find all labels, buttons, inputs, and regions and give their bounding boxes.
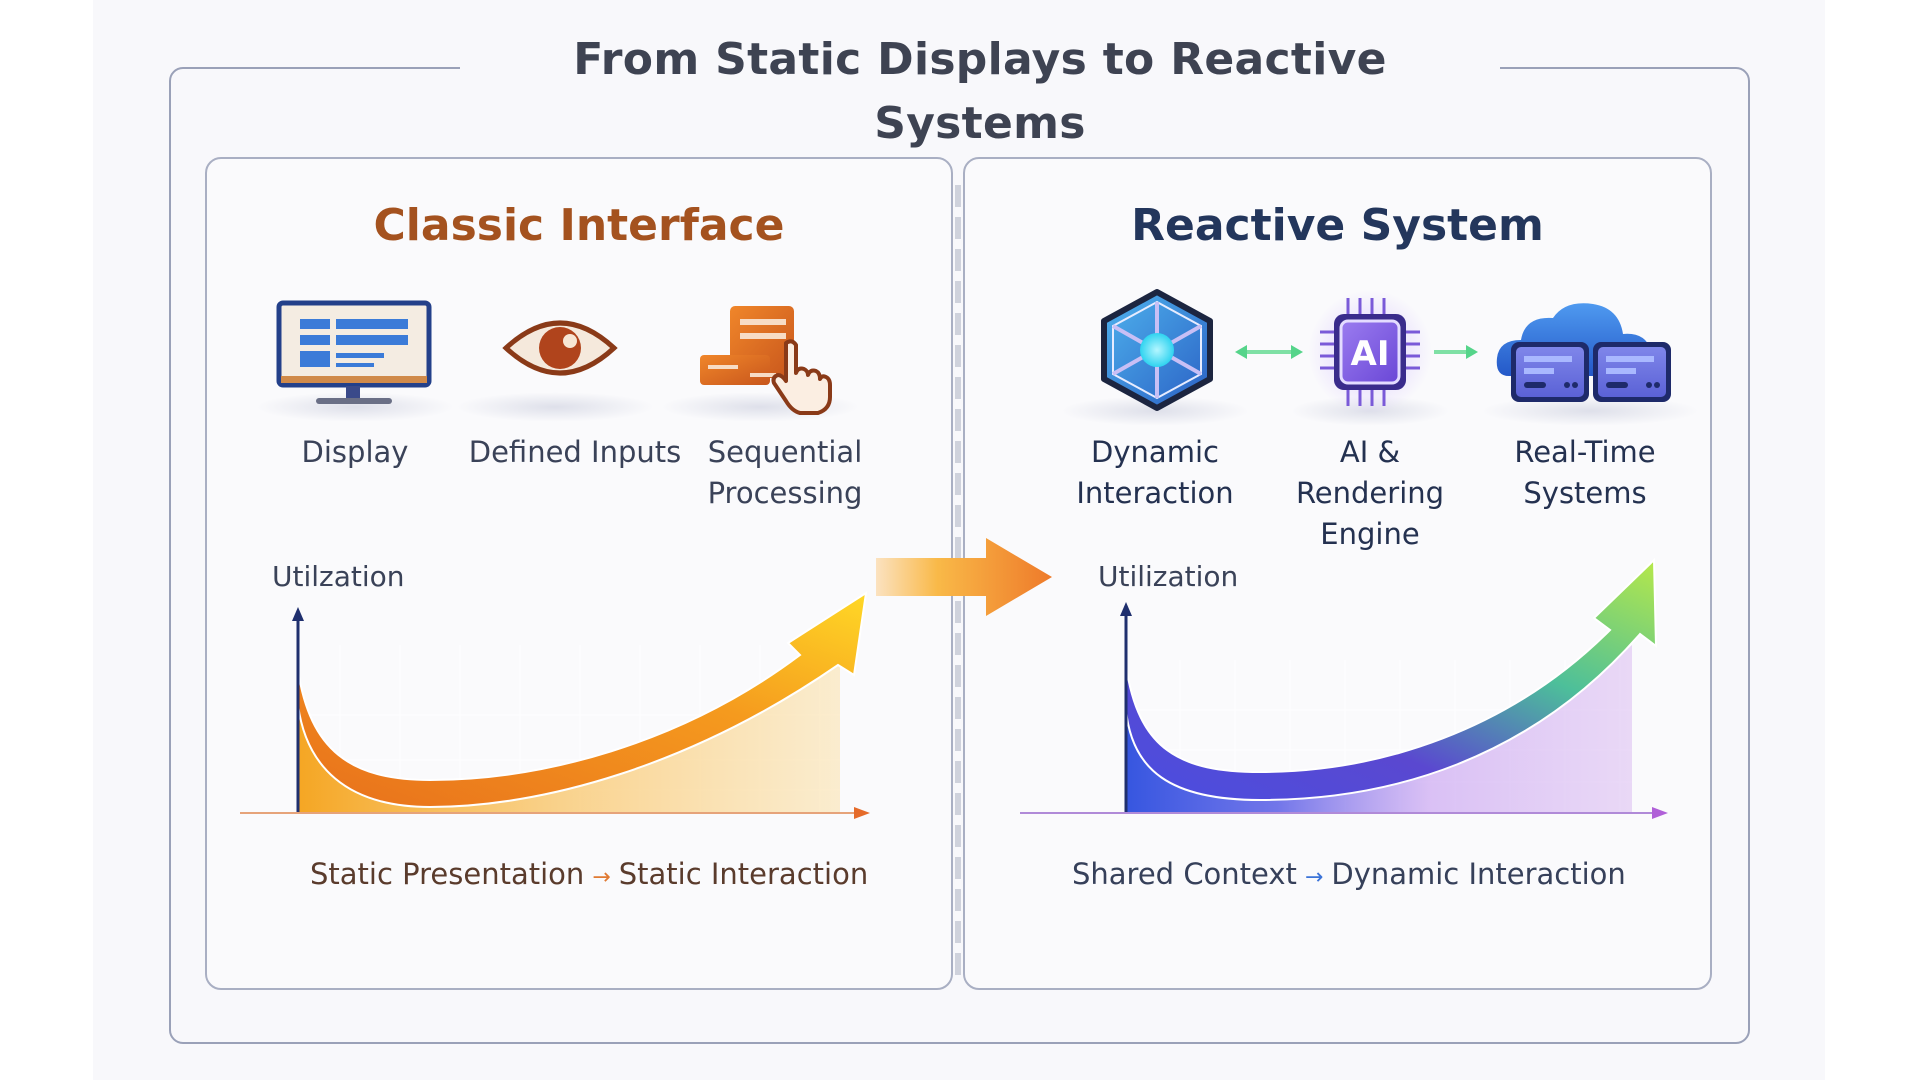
label-line: Sequential <box>707 435 863 469</box>
transition-arrow-icon <box>876 538 1052 616</box>
main-title: From Static Displays to Reactive Systems <box>460 28 1500 156</box>
ai-rendering-engine-label: AI & Rendering Engine <box>1250 432 1490 555</box>
classic-trend-arrow <box>297 590 868 809</box>
label-line: Systems <box>1523 476 1647 510</box>
x-axis-arrowhead <box>1652 807 1668 819</box>
icon-shadow <box>455 392 655 422</box>
form-pointer-icon <box>700 306 832 415</box>
reactive-axis-label: Utilization <box>1098 560 1239 593</box>
label-line: Interaction <box>1076 476 1234 510</box>
caption-to: Static Interaction <box>618 857 869 891</box>
caption-from: Shared Context <box>1072 857 1297 891</box>
label-line: Dynamic <box>1091 435 1219 469</box>
hexagon-cube-icon <box>1101 289 1213 411</box>
y-axis-arrowhead <box>1120 602 1132 616</box>
display-label: Display <box>301 435 409 469</box>
monitor-icon <box>276 300 432 404</box>
label-line: Processing <box>707 476 863 510</box>
label-line: AI & <box>1339 435 1401 469</box>
ai-chip-icon: AI <box>1308 290 1432 414</box>
real-time-systems-label: Real-Time Systems <box>1490 432 1680 514</box>
classic-panel-title: Classic Interface <box>373 200 785 251</box>
x-axis-arrowhead <box>854 807 870 819</box>
reactive-system-panel <box>963 157 1712 990</box>
right-arrow-icon <box>1434 345 1478 359</box>
classic-area-fill <box>298 645 840 813</box>
classic-axis-label: Utilzation <box>272 560 405 593</box>
classic-utilization-chart <box>240 590 870 819</box>
bidirectional-arrow-icon <box>1235 345 1303 359</box>
y-axis-arrowhead <box>292 607 304 621</box>
caption-from: Static Presentation <box>310 857 585 891</box>
label-line: Real-Time <box>1514 435 1656 469</box>
classic-interface-panel <box>205 157 953 990</box>
chip-text: AI <box>1351 334 1390 374</box>
eye-icon <box>502 320 618 376</box>
reactive-area-fill <box>1126 645 1632 813</box>
dynamic-interaction-label: Dynamic Interaction <box>1060 432 1250 514</box>
defined-inputs-label: Defined Inputs <box>468 435 682 469</box>
reactive-panel-title: Reactive System <box>1131 200 1544 251</box>
cloud-servers-icon <box>1496 303 1671 402</box>
caption-arrow-icon: → <box>592 865 611 890</box>
caption-to: Dynamic Interaction <box>1331 857 1626 891</box>
reactive-caption: Shared Context → Dynamic Interaction <box>1072 857 1626 891</box>
label-line: Rendering Engine <box>1295 476 1445 551</box>
caption-arrow-icon: → <box>1304 865 1324 890</box>
classic-caption: Static Presentation → Static Interaction <box>310 857 868 891</box>
reactive-utilization-chart <box>1020 557 1668 819</box>
sequential-processing-label: Sequential Processing <box>690 432 880 514</box>
reactive-trend-arrow <box>1125 557 1658 802</box>
